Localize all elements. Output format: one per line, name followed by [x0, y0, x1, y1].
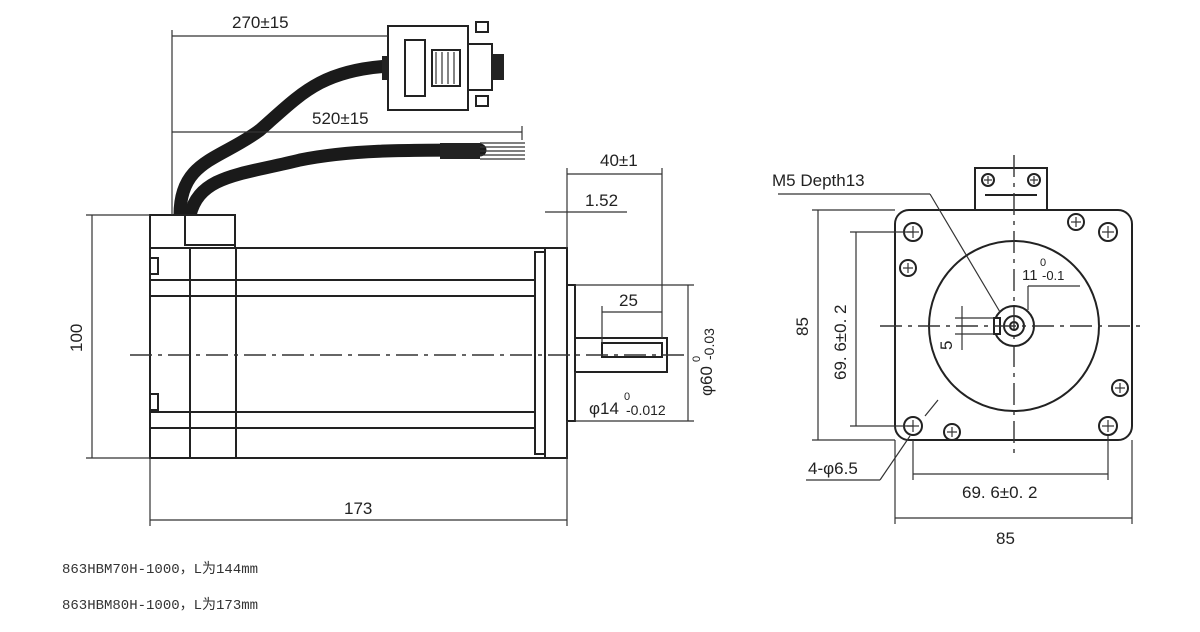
thread-note: M5 Depth13 [772, 171, 865, 190]
dim-mounting-holes: 4-φ6.5 [808, 459, 858, 478]
front-view: M5 Depth13 11 0 -0.1 5 69. 6±0. 2 85 [772, 155, 1145, 548]
dim-shaft-diameter: φ14 [589, 399, 619, 418]
power-cable-wires [440, 142, 525, 160]
dim-pilot-diameter: φ60 [697, 366, 716, 396]
dim-square-vertical: 85 [793, 317, 812, 336]
motor-body [149, 214, 668, 459]
dim-pilot-upper: 0 [691, 356, 703, 362]
dim-bolt-spacing-vertical: 69. 6±0. 2 [831, 305, 850, 381]
dim-keyway-upper: 0 [1040, 257, 1046, 269]
dim-height: 100 [67, 324, 86, 352]
dim-cable-270: 270±15 [232, 13, 289, 32]
dim-flange: 1.52 [585, 191, 618, 210]
dim-keyway-lower: -0.1 [1042, 268, 1064, 283]
top-connector [974, 167, 1048, 211]
model-note: 863HBM80H-1000，L为173mm [62, 598, 259, 614]
side-view: 270±15 520±15 40±1 1.52 25 100 [67, 13, 717, 526]
side-dimensions: 270±15 520±15 40±1 1.52 25 100 [67, 13, 717, 526]
dim-key-length: 25 [619, 291, 638, 310]
dim-keyway: 11 [1022, 267, 1038, 284]
dim-square-horizontal: 85 [996, 529, 1015, 548]
model-note: 863HBM70H-1000，L为144mm [62, 562, 259, 578]
dim-length: 173 [344, 499, 372, 518]
power-cable [183, 143, 487, 222]
dim-bolt-spacing-horizontal: 69. 6±0. 2 [962, 483, 1038, 502]
dim-shaft-diameter-lower: -0.012 [626, 402, 666, 418]
dim-pilot-lower: -0.03 [701, 328, 717, 360]
encoder-cable [173, 59, 397, 222]
dim-cable-520: 520±15 [312, 109, 369, 128]
dim-key-width: 5 [937, 341, 956, 350]
model-notes: 863HBM70H-1000，L为144mm 863HBM80H-1000，L为… [62, 560, 258, 632]
db-connector [382, 21, 504, 111]
dim-shaft-diameter-upper: 0 [624, 391, 630, 403]
front-dimensions: M5 Depth13 11 0 -0.1 5 69. 6±0. 2 85 [772, 171, 1133, 548]
dim-shaft-length: 40±1 [600, 151, 638, 170]
